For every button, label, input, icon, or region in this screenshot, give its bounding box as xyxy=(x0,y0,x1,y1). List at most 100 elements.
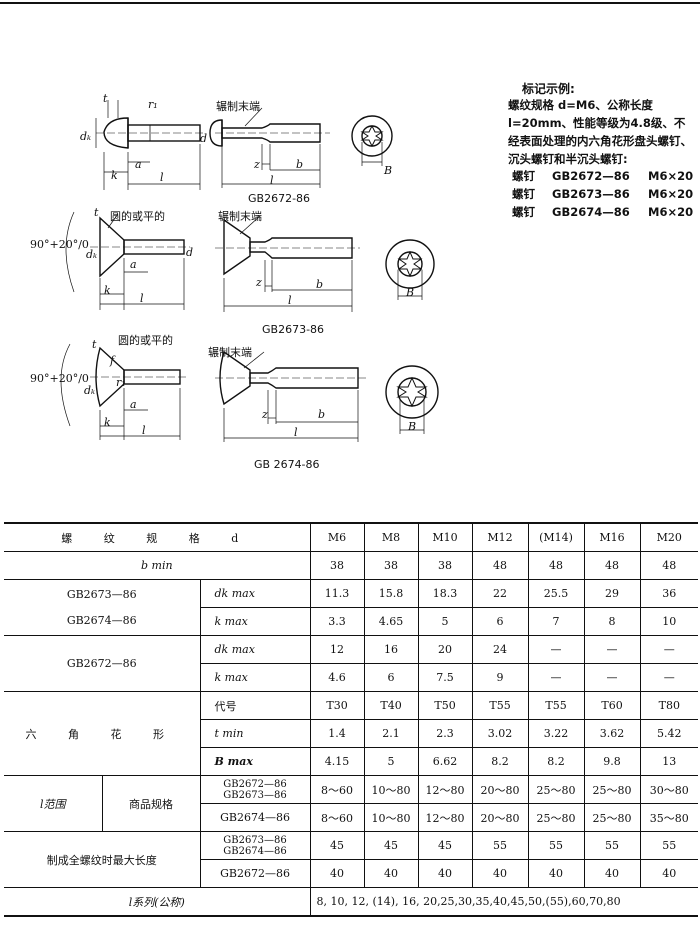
value-cell: 45 xyxy=(363,831,419,860)
value-cell: 36 xyxy=(639,579,699,608)
dim-a-2: a xyxy=(130,258,137,271)
value-cell: 38 xyxy=(417,551,473,580)
value-cell: 55 xyxy=(527,831,585,860)
value-cell: 40 xyxy=(527,859,585,888)
row-b: b min 38 38 38 48 48 48 48 xyxy=(4,551,699,580)
value-cell: 1.4 xyxy=(309,719,365,748)
value-cell: 24 xyxy=(471,635,529,664)
value-cell: 8 xyxy=(583,607,641,636)
value-cell: — xyxy=(527,663,585,692)
value-cell: 40 xyxy=(363,859,419,888)
value-cell: 4.6 xyxy=(309,663,365,692)
dim-dk-3: dₖ xyxy=(84,384,96,397)
value-cell: 30～80 xyxy=(639,775,699,804)
value-cell: 9 xyxy=(471,663,529,692)
value-cell: 25～80 xyxy=(527,803,585,832)
drawing-caption-gb2674: GB 2674-86 xyxy=(254,458,320,471)
top-rule xyxy=(0,2,700,4)
dim-a: a xyxy=(135,158,142,171)
value-cell: T60 xyxy=(583,691,641,720)
value-cell: 12 xyxy=(309,635,365,664)
dim-b-3: b xyxy=(318,408,326,421)
value-cell: 3.3 xyxy=(309,607,365,636)
value-cell: 48 xyxy=(639,551,699,580)
value-cell: 55 xyxy=(639,831,699,860)
code-label: 代号 xyxy=(199,691,311,720)
marking-title: 标记示例: xyxy=(522,82,575,96)
row-full1: 制成全螺纹时最大长度 GB2673—86 GB2674—86 45 45 45 … xyxy=(4,831,699,888)
dim-z-2: z xyxy=(256,276,262,289)
value-cell: 4.15 xyxy=(309,747,365,776)
size-cell: M12 xyxy=(471,522,529,552)
dim-k-3: k xyxy=(104,416,111,429)
k-label: k max xyxy=(199,663,311,692)
dim-l: l xyxy=(160,171,164,184)
value-cell: 3.62 xyxy=(583,719,641,748)
header-label: 螺 纹 规 格 d xyxy=(4,522,311,552)
hex-label: 六 角 花 形 xyxy=(4,691,200,776)
round-flat-label-3: 圆的或平的 xyxy=(118,334,173,347)
dim-l-2: l xyxy=(140,292,144,305)
value-cell: — xyxy=(583,663,641,692)
drawing-caption-gb2673: GB2673-86 xyxy=(262,323,325,336)
value-cell: 35～80 xyxy=(639,803,699,832)
value-cell: 6 xyxy=(363,663,419,692)
B-label: B max xyxy=(199,747,311,776)
dim-t-2: t xyxy=(94,206,99,219)
t-label: t min xyxy=(199,719,311,748)
row-header: 螺 纹 规 格 d M6 M8 M10 M12 (M14) M16 M20 xyxy=(4,522,699,552)
value-cell: 25～80 xyxy=(583,775,641,804)
value-cell: 12～80 xyxy=(417,803,473,832)
row-t: t min 1.4 2.1 2.3 3.02 3.22 3.62 5.42 xyxy=(4,719,699,748)
dim-l2-2: l xyxy=(288,294,292,307)
value-cell: 55 xyxy=(471,831,529,860)
value-cell: 22 xyxy=(471,579,529,608)
row-series: l系列(公称) 8, 10, 12, (14), 16, 20,25,30,35… xyxy=(4,887,699,917)
value-cell: 13 xyxy=(639,747,699,776)
full-thread-label: 制成全螺纹时最大长度 xyxy=(4,831,200,888)
size-cell: M10 xyxy=(417,522,473,552)
dim-t: t xyxy=(103,92,108,105)
drawing-gb2672 xyxy=(95,100,393,190)
value-cell: 9.8 xyxy=(583,747,641,776)
value-cell: 7.5 xyxy=(417,663,473,692)
group2-label: GB2672—86 xyxy=(4,635,200,692)
marking-body: 螺纹规格 d=M6、公称长度 l=20mm、性能等级为4.8级、不经表面处理的内… xyxy=(508,98,692,166)
value-cell: 8.2 xyxy=(471,747,529,776)
value-cell: 6 xyxy=(471,607,529,636)
row-l1: l范围 商品规格 GB2672—86 GB2673—86 8～60 10～80 … xyxy=(4,775,699,832)
value-cell: 48 xyxy=(471,551,529,580)
value-cell: 7 xyxy=(527,607,585,636)
value-cell: 5 xyxy=(417,607,473,636)
k-label: k max xyxy=(199,607,311,636)
value-cell: 8～60 xyxy=(309,775,365,804)
value-cell: 38 xyxy=(309,551,365,580)
l-range-label: l范围 xyxy=(4,775,102,832)
value-cell: 45 xyxy=(309,831,365,860)
dim-r1: r₁ xyxy=(148,98,158,111)
row-full2: GB2672—86 40 40 40 40 40 40 40 xyxy=(4,859,699,888)
dk-label: dk max xyxy=(199,635,311,664)
value-cell: 40 xyxy=(417,859,473,888)
l1-std: GB2672—86 GB2673—86 xyxy=(199,775,311,804)
value-cell: 12～80 xyxy=(417,775,473,804)
value-cell: 18.3 xyxy=(417,579,473,608)
value-cell: 20～80 xyxy=(471,803,529,832)
l2-std: GB2674—86 xyxy=(199,803,311,832)
value-cell: 25～80 xyxy=(583,803,641,832)
value-cell: T50 xyxy=(417,691,473,720)
value-cell: — xyxy=(583,635,641,664)
dim-r1-3: r₁ xyxy=(116,376,126,389)
value-cell: 10～80 xyxy=(363,775,419,804)
value-cell: 5.42 xyxy=(639,719,699,748)
value-cell: T80 xyxy=(639,691,699,720)
row-g1-k: k max 3.3 4.65 5 6 7 8 10 xyxy=(4,607,699,636)
value-cell: 15.8 xyxy=(363,579,419,608)
dim-z-3: z xyxy=(262,408,268,421)
value-cell: T55 xyxy=(527,691,585,720)
value-cell: 40 xyxy=(471,859,529,888)
size-cell: M16 xyxy=(583,522,641,552)
